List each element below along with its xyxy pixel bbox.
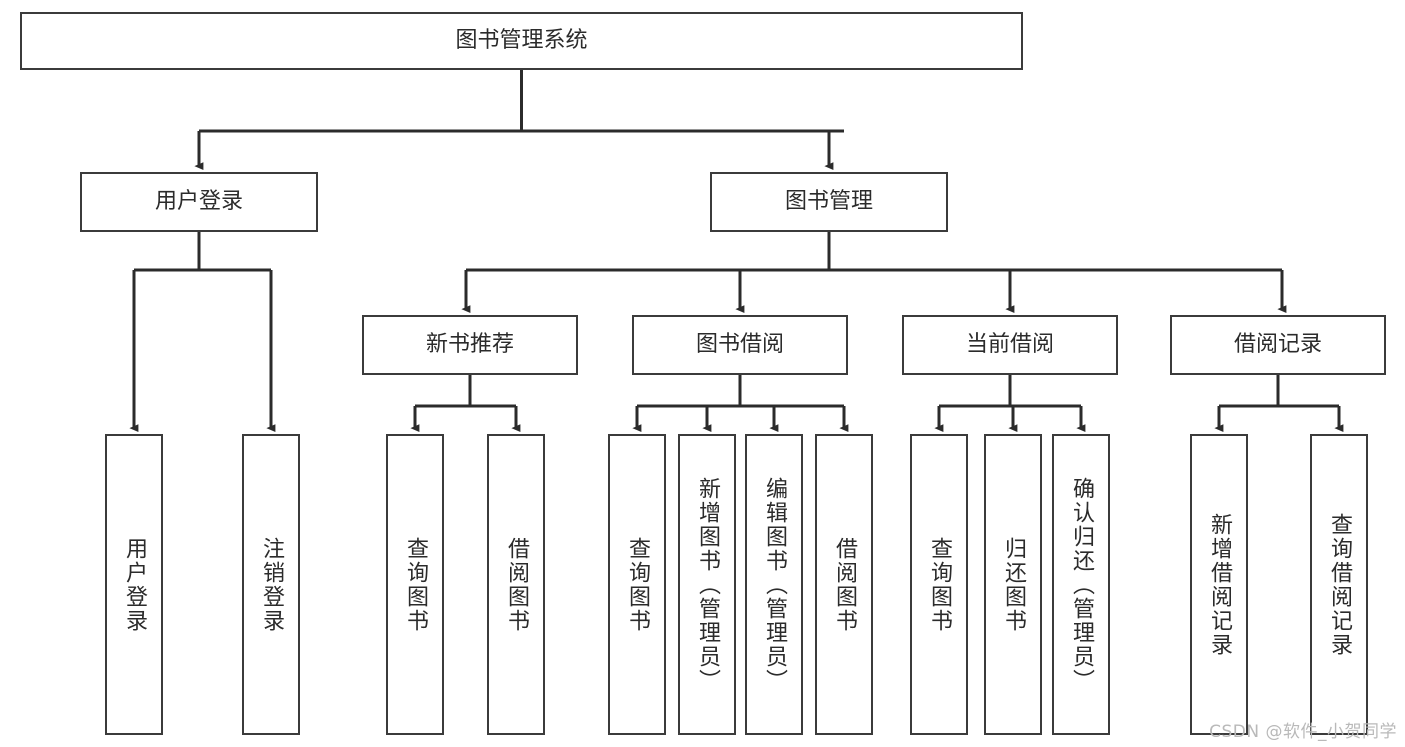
node-leaf-query-borrow-record[interactable]: 查询借阅记录: [1310, 434, 1368, 735]
node-label-root: 图书管理系统: [455, 28, 588, 54]
node-new-book-recommend[interactable]: 新书推荐: [362, 315, 578, 375]
node-label-leaf-add-borrow-record: 新增借阅记录: [1207, 512, 1232, 657]
node-leaf-add-book[interactable]: 新增图书（管理员）: [678, 434, 736, 735]
node-leaf-return-book[interactable]: 归还图书: [984, 434, 1042, 735]
node-label-leaf-edit-book: 编辑图书（管理员）: [762, 476, 787, 693]
node-leaf-query-book-borrow[interactable]: 查询图书: [608, 434, 666, 735]
node-leaf-user-login[interactable]: 用户登录: [105, 434, 163, 735]
node-root-system[interactable]: 图书管理系统: [20, 12, 1023, 70]
node-leaf-confirm-return[interactable]: 确认归还（管理员）: [1052, 434, 1110, 735]
node-leaf-borrow-book-recommend[interactable]: 借阅图书: [487, 434, 545, 735]
node-label-leaf-borrow-book: 借阅图书: [832, 536, 857, 633]
node-label-borrow-record: 借阅记录: [1233, 332, 1322, 358]
node-book-borrow[interactable]: 图书借阅: [632, 315, 848, 375]
node-label-current-borrow: 当前借阅: [965, 332, 1054, 358]
node-label-leaf-query-book-borrow: 查询图书: [625, 536, 650, 633]
node-label-leaf-borrow-book-recommend: 借阅图书: [504, 536, 529, 633]
node-current-borrow[interactable]: 当前借阅: [902, 315, 1118, 375]
node-label-book-borrow: 图书借阅: [695, 332, 784, 358]
node-label-leaf-confirm-return: 确认归还（管理员）: [1069, 476, 1094, 693]
node-leaf-add-borrow-record[interactable]: 新增借阅记录: [1190, 434, 1248, 735]
csdn-watermark: CSDN @软件_小贺同学: [1209, 722, 1397, 742]
node-label-user-login: 用户登录: [154, 189, 243, 215]
node-leaf-edit-book[interactable]: 编辑图书（管理员）: [745, 434, 803, 735]
node-label-book-manage: 图书管理: [784, 189, 873, 215]
node-leaf-borrow-book[interactable]: 借阅图书: [815, 434, 873, 735]
node-leaf-query-book-recommend[interactable]: 查询图书: [386, 434, 444, 735]
node-label-leaf-return-book: 归还图书: [1001, 536, 1026, 633]
node-user-login[interactable]: 用户登录: [80, 172, 318, 232]
node-leaf-user-logout[interactable]: 注销登录: [242, 434, 300, 735]
node-book-manage[interactable]: 图书管理: [710, 172, 948, 232]
node-label-leaf-query-book-current: 查询图书: [927, 536, 952, 633]
node-leaf-query-book-current[interactable]: 查询图书: [910, 434, 968, 735]
node-label-leaf-user-login: 用户登录: [122, 536, 147, 633]
node-label-leaf-query-borrow-record: 查询借阅记录: [1327, 512, 1352, 657]
node-borrow-record[interactable]: 借阅记录: [1170, 315, 1386, 375]
node-label-leaf-query-book-recommend: 查询图书: [403, 536, 428, 633]
node-label-leaf-add-book: 新增图书（管理员）: [695, 476, 720, 693]
node-label-leaf-user-logout: 注销登录: [259, 536, 284, 633]
node-label-new-book-recommend: 新书推荐: [425, 332, 514, 358]
